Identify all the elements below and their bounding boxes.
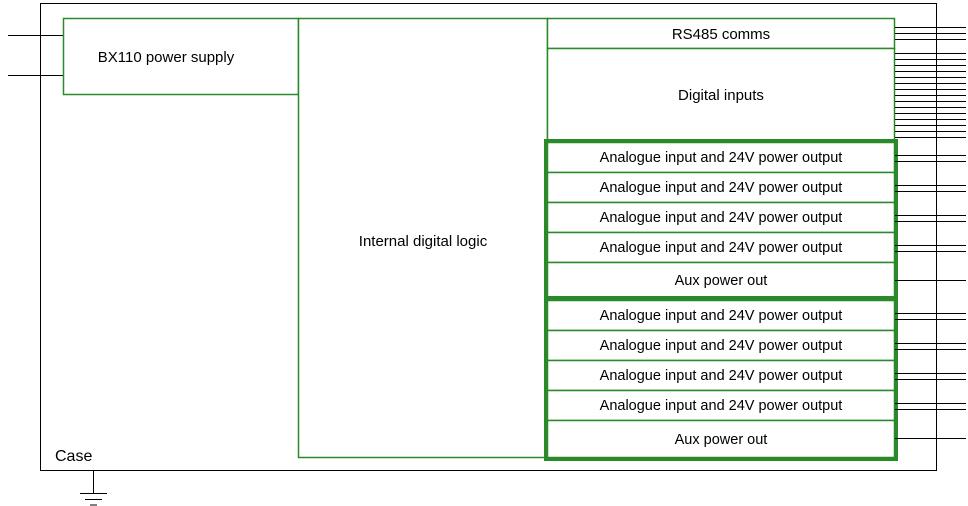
aux-power-2-label: Aux power out xyxy=(675,432,768,448)
module-1-3-label: Analogue input and 24V power output xyxy=(600,210,843,226)
rs485-comms-block: RS485 comms xyxy=(546,17,896,50)
digital-inputs-block: Digital inputs xyxy=(546,47,896,142)
module-2-1-label: Analogue input and 24V power output xyxy=(600,308,843,324)
rs485-comms-label: RS485 comms xyxy=(672,26,770,43)
module-1-1-label: Analogue input and 24V power output xyxy=(600,150,843,166)
ground-symbol-icon xyxy=(80,471,107,506)
module-2-3 xyxy=(546,359,896,392)
analogue-group-1: Analogue input and 24V power output Anal… xyxy=(544,139,898,300)
digital-logic-block: Internal digital logic xyxy=(297,17,549,459)
case-outline xyxy=(40,3,937,471)
power-supply-label: BX110 power supply xyxy=(98,49,235,66)
power-supply-block: BX110 power supply xyxy=(62,17,300,96)
module-1-2-label: Analogue input and 24V power output xyxy=(600,180,843,196)
analogue-group-2: Analogue input and 24V power output Anal… xyxy=(544,297,898,461)
module-1-2 xyxy=(546,171,896,204)
module-1-4-label: Analogue input and 24V power output xyxy=(600,240,843,256)
power-supply-input-wires xyxy=(8,35,63,76)
module-2-2-label: Analogue input and 24V power output xyxy=(600,338,843,354)
aux-power-1-label: Aux power out xyxy=(675,273,768,289)
digital-logic-label: Internal digital logic xyxy=(359,233,488,250)
case-label: Case xyxy=(55,448,92,465)
digital-inputs-label: Digital inputs xyxy=(678,87,764,104)
module-2-4-label: Analogue input and 24V power output xyxy=(600,398,843,414)
output-wires xyxy=(895,27,966,439)
module-2-3-label: Analogue input and 24V power output xyxy=(600,368,843,384)
